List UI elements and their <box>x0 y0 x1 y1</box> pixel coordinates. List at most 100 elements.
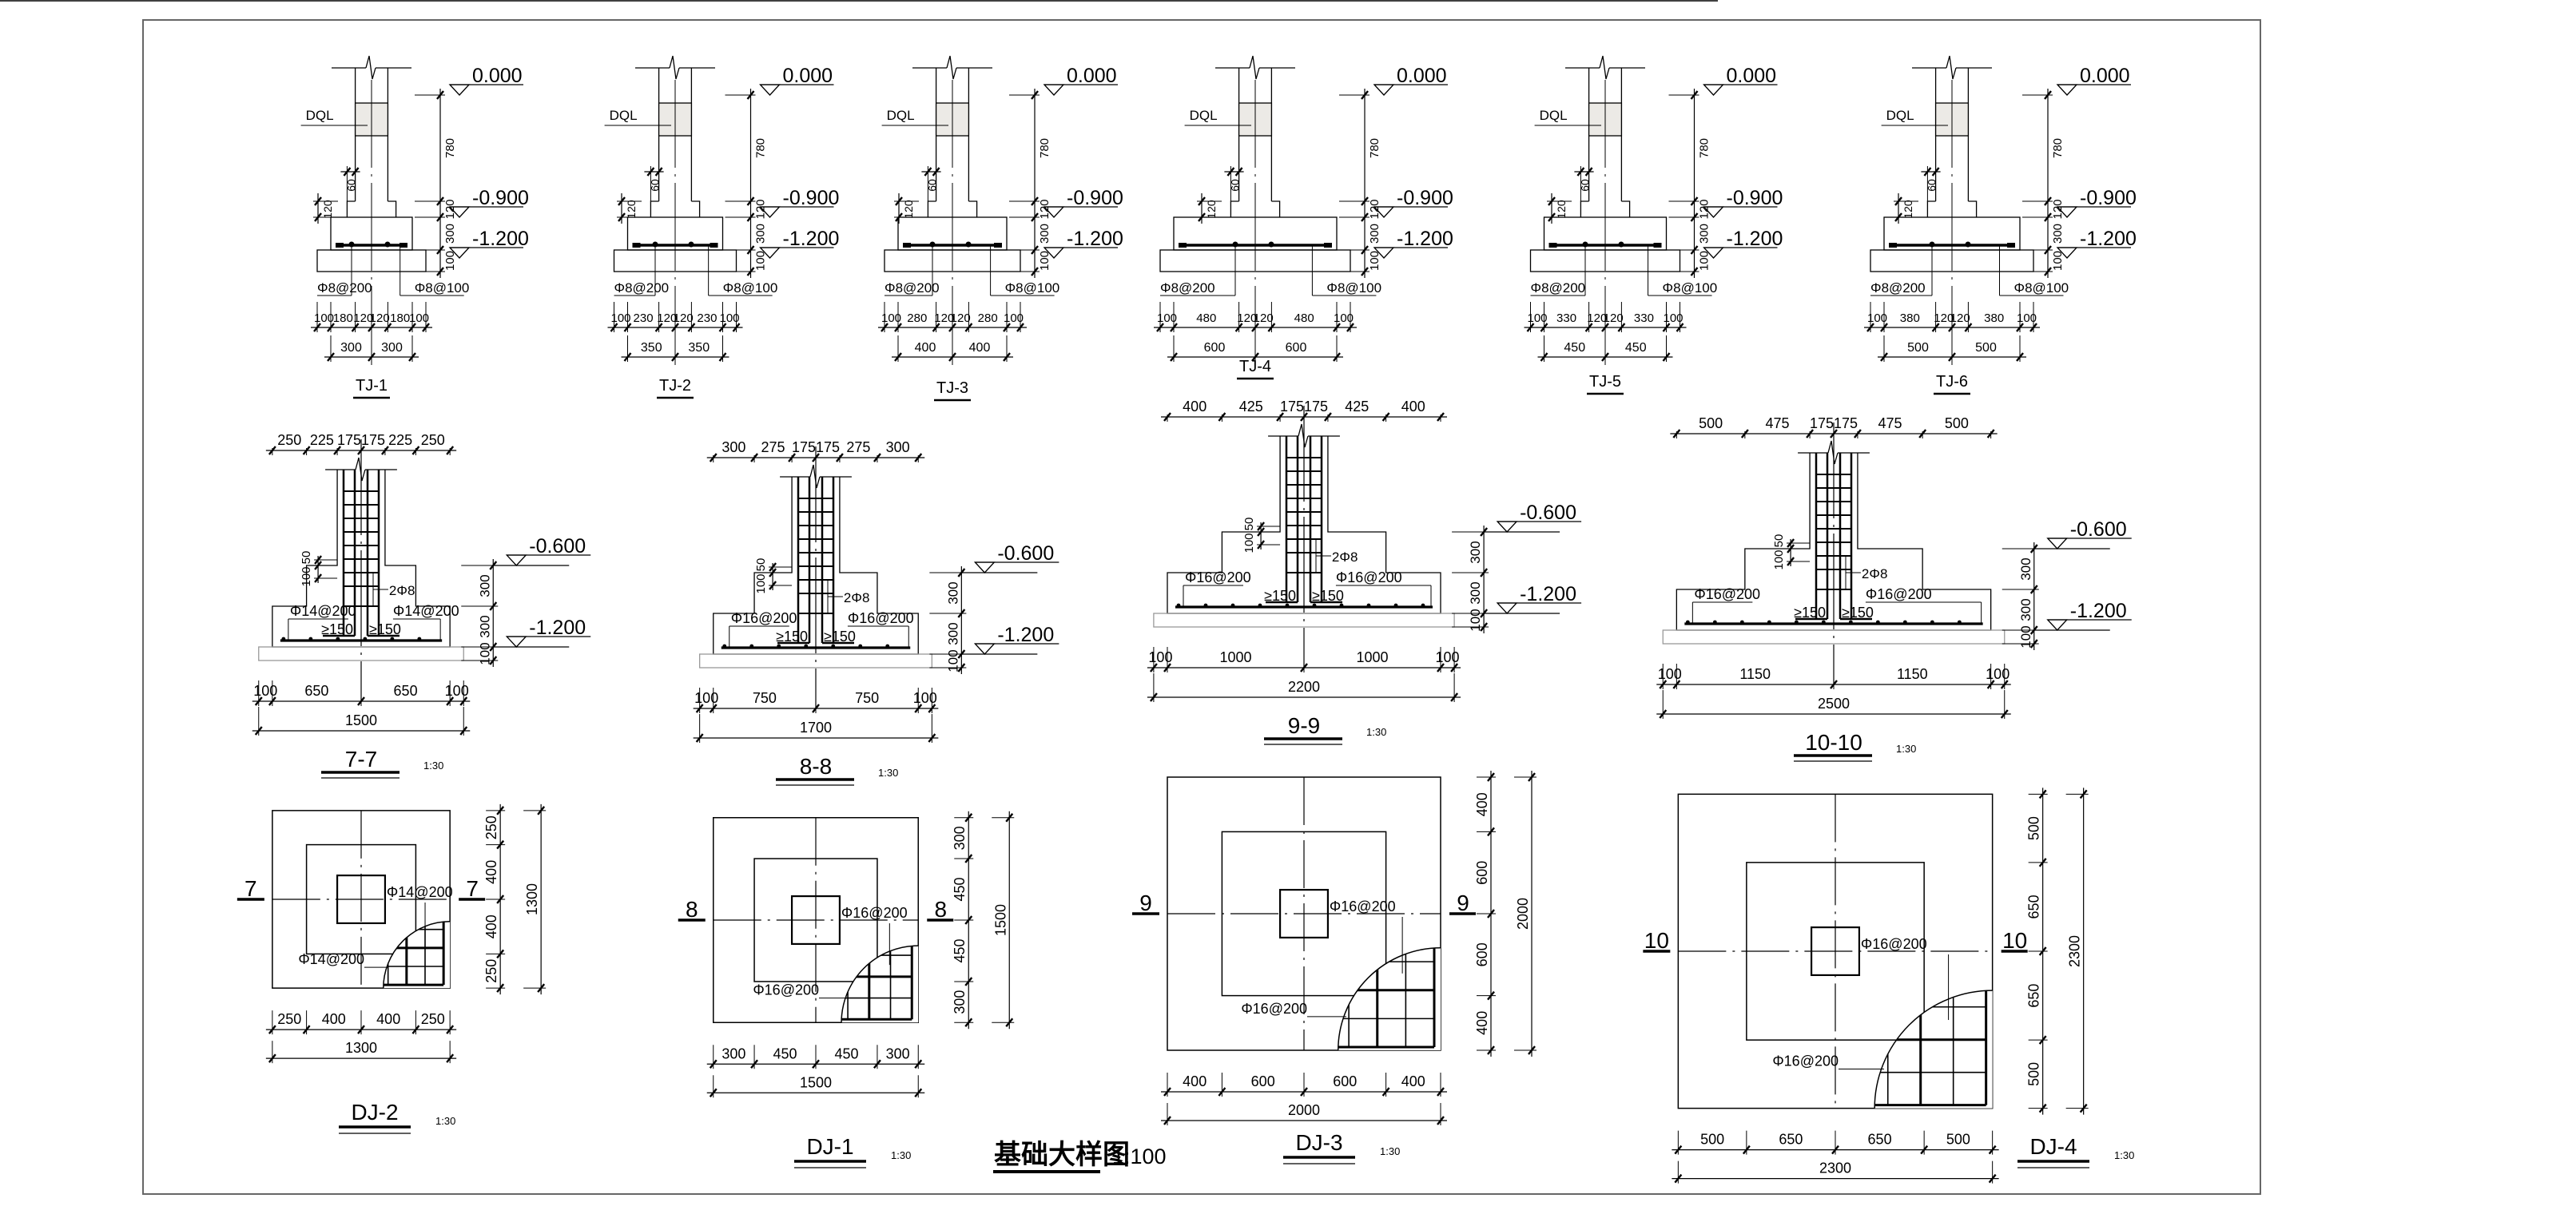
plan-title: DJ-1 <box>806 1134 853 1159</box>
anchor-length-left: ≥150 <box>1794 605 1826 621</box>
rebar-label-left: Φ16@200 <box>731 610 797 626</box>
bottom-dim-label: 750 <box>753 690 777 706</box>
plan-depth-dim-label: 600 <box>1474 861 1490 885</box>
section-title: 7-7 <box>345 747 377 772</box>
plan-depth-dim-label: 450 <box>952 938 968 962</box>
footing-title: TJ-2 <box>659 377 691 395</box>
rebar-dot <box>1312 603 1317 608</box>
rebar-end <box>1548 243 1557 248</box>
top-dim-label: 175 <box>1280 399 1304 415</box>
plan-depth-dim-label: 400 <box>1474 1011 1490 1035</box>
bottom-dim-label: 100 <box>445 683 469 699</box>
rebar-label-right: Φ16@200 <box>848 610 914 626</box>
rebar-label-right: Φ8@100 <box>1663 280 1718 296</box>
elevation-mark-text: -1.200 <box>1397 228 1453 250</box>
rebar-label-left: Φ8@200 <box>1160 280 1215 296</box>
elevation-mark-text: -0.600 <box>2070 518 2127 541</box>
bottom-dim-label: 1000 <box>1219 649 1251 665</box>
rebar-end <box>632 243 641 248</box>
plan-width-dim-label: 300 <box>722 1045 745 1061</box>
elevation-mark-text: 0.000 <box>472 65 523 87</box>
rebar-dot <box>348 241 355 248</box>
rebar-dot <box>1176 603 1181 608</box>
rebar-label-b: Φ16@200 <box>1241 1001 1307 1017</box>
elevation-mark-text: -0.900 <box>783 187 840 209</box>
elevation-mark-triangle <box>2046 538 2069 549</box>
rebar-label-left: Φ8@200 <box>614 280 670 296</box>
elevation-mark-triangle <box>1043 84 1065 96</box>
step-height-label: 120 <box>1902 200 1914 219</box>
section-marker-right: 9 <box>1457 891 1469 915</box>
break-symbol <box>355 457 366 482</box>
plan-width-dim-label: 400 <box>322 1011 346 1027</box>
rebar-dot <box>1848 620 1853 625</box>
small-dim-label: 50 <box>1772 534 1786 548</box>
top-dim-label: 250 <box>277 432 301 448</box>
rebar-label-right: Φ8@100 <box>1326 280 1381 296</box>
footing-title: TJ-6 <box>1936 373 1968 391</box>
width-dim-label: 120 <box>657 311 677 325</box>
rebar-dot <box>1366 603 1371 608</box>
rebar-dot <box>885 644 890 649</box>
break-symbol <box>365 55 376 80</box>
plan-scale: 1:30 <box>2114 1149 2134 1161</box>
rebar-end <box>710 243 718 248</box>
rebar-dot <box>1902 620 1907 625</box>
height-dim-label: 120 <box>754 199 768 219</box>
top-dim-label: 475 <box>1765 415 1789 431</box>
width-dim-label: 230 <box>697 311 717 325</box>
mesh-break-arc <box>1338 947 1441 1051</box>
top-dim-label: 475 <box>1878 415 1902 431</box>
mesh-break-arc <box>383 921 451 989</box>
height-dim-label: 780 <box>1698 138 1711 158</box>
rebar-label-right: Φ8@100 <box>1005 280 1060 296</box>
plan-total-dim-label: 1500 <box>800 1074 832 1090</box>
plan-depth-dim-label: 500 <box>2026 1062 2042 1086</box>
rebar-label-left: Φ16@200 <box>1185 569 1251 585</box>
rebar-end <box>903 243 911 248</box>
top-dim-label: 175 <box>337 432 361 448</box>
section-scale: 1:30 <box>423 760 443 772</box>
plan-total-dim-label: 2300 <box>1819 1160 1851 1176</box>
rebar-end <box>1889 243 1897 248</box>
footing-title: TJ-1 <box>356 377 388 395</box>
rebar-dot <box>1965 241 1971 248</box>
half-width-dim-label: 500 <box>1975 341 1997 355</box>
plan-width-dim-label: 450 <box>773 1045 797 1061</box>
dql-label: DQL <box>306 108 334 123</box>
rebar-dot <box>1957 620 1962 625</box>
half-width-dim-label: 350 <box>641 341 662 355</box>
rebar-dot <box>1203 603 1208 608</box>
blinding-pad <box>1662 629 2006 645</box>
plan-total-depth-dim-label: 2000 <box>1515 898 1531 930</box>
height-dim-label: 100 <box>1468 609 1483 631</box>
total-dim-label: 2200 <box>1288 679 1320 695</box>
dql-label: DQL <box>887 108 915 123</box>
width-dim-label: 380 <box>1984 311 2004 325</box>
width-dim-label: 120 <box>951 311 971 325</box>
top-dim-label: 175 <box>361 432 385 448</box>
small-dim-label: 100 <box>1772 549 1786 569</box>
height-dim-label: 300 <box>754 224 768 244</box>
plan-scale: 1:30 <box>1380 1145 1400 1157</box>
step-height-label: 120 <box>902 200 915 219</box>
elevation-mark-text: -0.600 <box>997 542 1054 565</box>
height-dim-label: 100 <box>1698 251 1711 271</box>
top-dim-label: 300 <box>886 439 910 455</box>
rebar-label-left: Φ8@200 <box>1870 280 1926 296</box>
footing-step <box>1230 200 1239 217</box>
width-dim-label: 100 <box>1334 311 1354 325</box>
rebar-dot <box>1685 620 1690 625</box>
step-width-label: 60 <box>1925 179 1938 192</box>
width-dim-label: 120 <box>1254 311 1274 325</box>
plan-depth-dim-label: 650 <box>2026 895 2042 918</box>
plan-depth-dim-label: 300 <box>952 990 968 1014</box>
width-dim-label: 100 <box>719 311 739 325</box>
height-dim-label: 780 <box>1038 138 1051 158</box>
dim-tick <box>1931 167 1940 177</box>
